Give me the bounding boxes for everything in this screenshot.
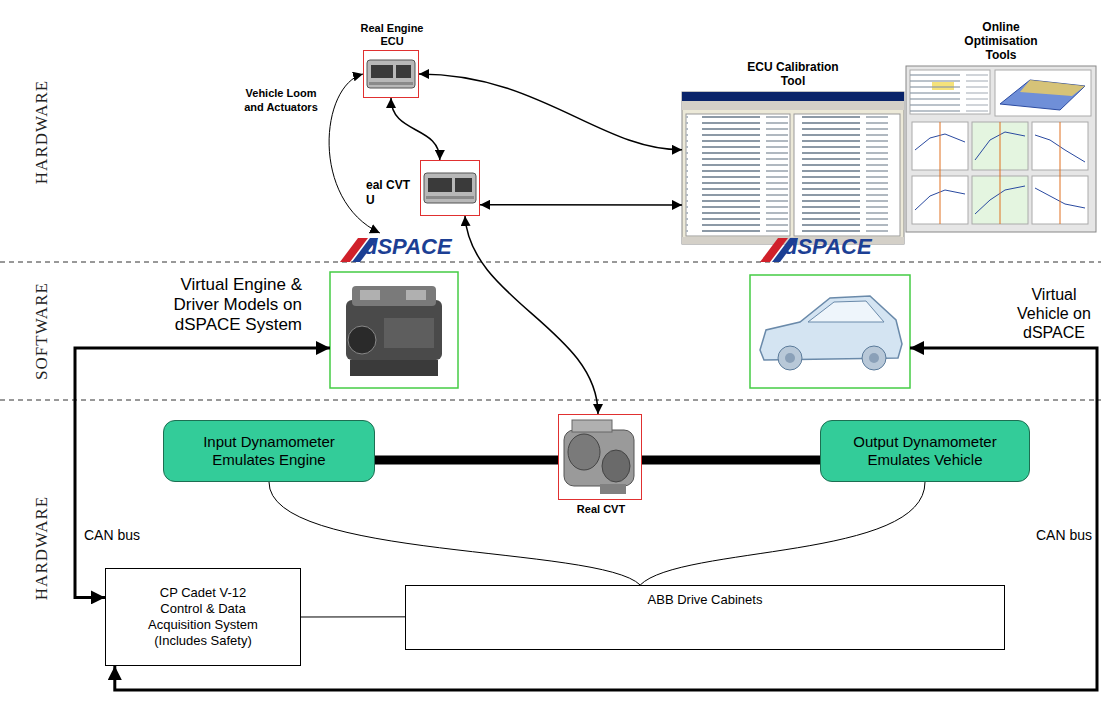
layer-label: SOFTWARE <box>31 256 53 406</box>
control-system-box: CP Cadet V-12 Control & Data Acquisition… <box>105 568 301 666</box>
connector <box>301 616 405 617</box>
dspace-logo-text: dSPACE <box>364 234 452 260</box>
connector <box>269 482 640 585</box>
vehicle-illustration <box>750 275 910 388</box>
dynamometer-box: Input Dynamometer Emulates Engine <box>163 420 375 482</box>
node-text: ECU Calibration Tool <box>738 60 848 88</box>
connector-label: CAN bus <box>1018 527 1092 544</box>
dspace-logo-text: dSPACE <box>784 234 872 260</box>
connector-label: CAN bus <box>84 527 164 544</box>
layer-label: HARDWARE <box>31 57 53 207</box>
optimisation-screenshot <box>906 66 1096 232</box>
engine-illustration <box>330 272 458 388</box>
node-text: Output Dynamometer Emulates Vehicle <box>843 433 1008 469</box>
node-text: Input Dynamometer Emulates Engine <box>187 433 352 469</box>
connector <box>419 74 682 150</box>
drive-cabinet-box: ABB Drive Cabinets <box>405 585 1005 650</box>
software-screenshot <box>682 92 904 244</box>
node-text: eal CVT U <box>366 178 419 208</box>
tool-screenshot: ECU Calibration Tool <box>682 92 904 244</box>
ecu-box: eal CVT U <box>420 160 480 216</box>
thick-connector <box>642 455 820 464</box>
connector <box>480 204 682 206</box>
node-text: Online Optimisation Tools <box>956 20 1046 62</box>
ecu-illustration <box>367 60 415 88</box>
transmission-box: Real CVT <box>558 414 642 500</box>
layer-label: HARDWARE <box>31 473 53 623</box>
dynamometer-box: Output Dynamometer Emulates Vehicle <box>820 420 1030 482</box>
node-text: CP Cadet V-12 Control & Data Acquisition… <box>139 585 267 649</box>
cvt-illustration <box>564 420 634 494</box>
tool-screenshot: Online Optimisation Tools <box>906 66 1096 232</box>
ecu-box: Real Engine ECU <box>363 50 419 98</box>
connector <box>391 98 440 160</box>
connector <box>640 482 925 585</box>
ecu-illustration <box>424 173 476 203</box>
node-text: Real Engine ECU <box>352 22 432 48</box>
node-text: ABB Drive Cabinets <box>648 592 763 608</box>
connector-label: Vehicle Loom and Actuators <box>238 86 324 114</box>
node-text: Virtual Engine & Driver Models on dSPACE… <box>156 275 302 335</box>
node-text: Virtual Vehicle on dSPACE <box>1014 285 1094 342</box>
connector <box>465 216 598 414</box>
thick-connector <box>375 455 558 464</box>
node-text: Real CVT <box>559 503 643 516</box>
